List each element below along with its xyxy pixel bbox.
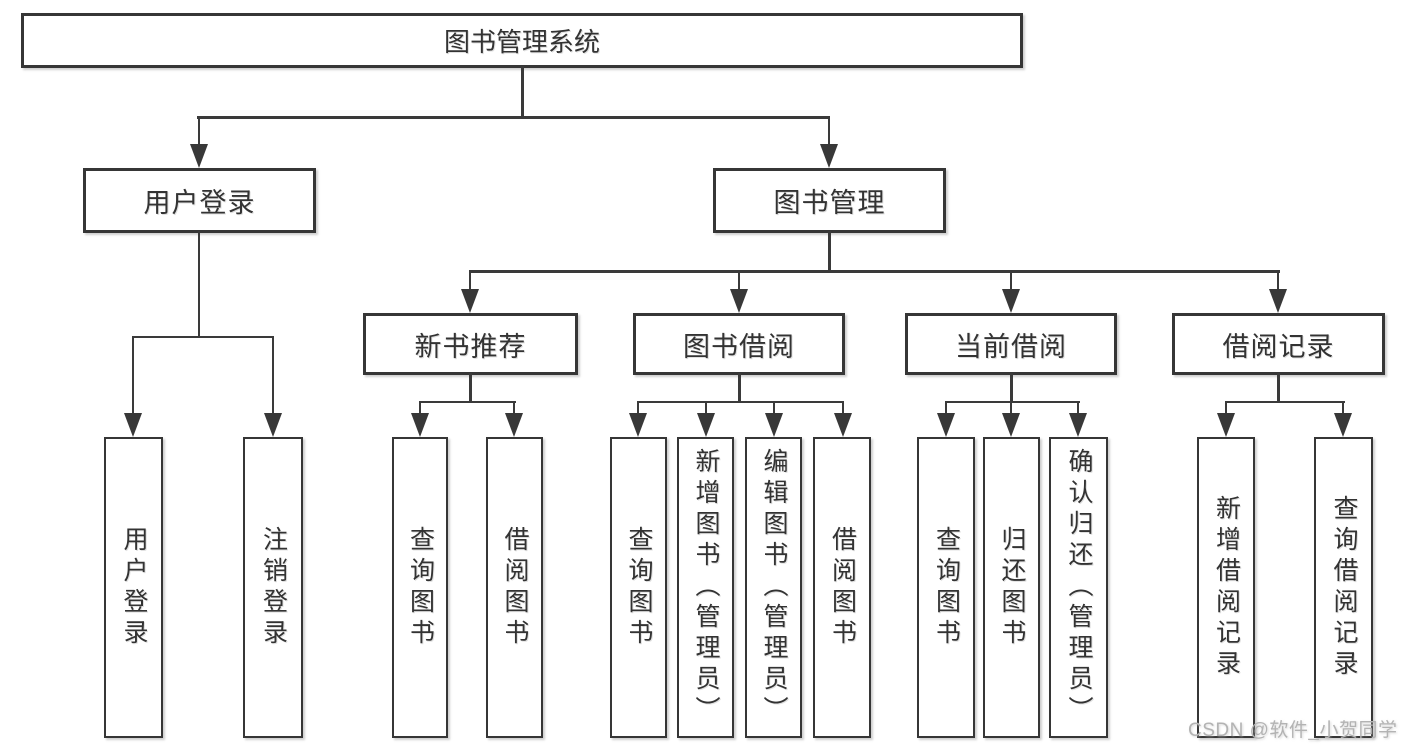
connector-drop (730, 271, 748, 313)
leaf-borrow-book-new: 借阅图书 (486, 437, 543, 738)
connector-rail-current-borrow (945, 400, 1080, 403)
leaf-confirm-return-admin: 确认归还（管理员） (1049, 437, 1108, 738)
connector-drop (834, 402, 852, 437)
leaf-logout-login: 注销登录 (243, 437, 303, 738)
connector-drop (629, 402, 647, 437)
connector-rail-level2 (197, 116, 830, 119)
leaf-return-book: 归还图书 (983, 437, 1040, 738)
connector-drop (124, 337, 142, 437)
leaf-query-book-borrow: 查询图书 (610, 437, 667, 738)
connector-drop (765, 402, 783, 437)
leaf-query-borrow-record: 查询借阅记录 (1314, 437, 1373, 738)
leaf-query-book-current: 查询图书 (917, 437, 975, 738)
node-user-login: 用户登录 (83, 168, 316, 233)
leaf-add-book-admin: 新增图书（管理员） (677, 437, 734, 738)
watermark: CSDN @软件_小贺同学 (1188, 720, 1398, 741)
connector-stem-book-borrow (738, 373, 741, 403)
connector-drop (697, 402, 715, 437)
node-book-mgmt: 图书管理 (713, 168, 946, 233)
connector-drop (505, 402, 523, 437)
connector-drop (1002, 402, 1020, 437)
connector-stem-root (521, 66, 524, 118)
connector-rail-borrow-record (1225, 400, 1345, 403)
leaf-user-login: 用户登录 (104, 437, 163, 738)
connector-drop (820, 118, 838, 168)
leaf-edit-book-admin: 编辑图书（管理员） (745, 437, 802, 738)
connector-drop (461, 271, 479, 313)
leaf-add-borrow-record: 新增借阅记录 (1197, 437, 1255, 738)
connector-stem-book-mgmt (828, 231, 831, 272)
connector-drop (190, 118, 208, 168)
connector-stem-current-borrow (1010, 373, 1013, 403)
connector-drop (1069, 402, 1087, 437)
connector-rail-book-borrow (637, 400, 844, 403)
leaf-query-book-new: 查询图书 (392, 437, 448, 738)
connector-drop (1002, 271, 1020, 313)
connector-rail-new-book (419, 400, 516, 403)
connector-drop (264, 337, 282, 437)
connector-drop (1334, 402, 1352, 437)
connector-drop (1269, 271, 1287, 313)
connector-stem-user-login (197, 231, 200, 338)
connector-drop (1217, 402, 1235, 437)
connector-rail-level3 (469, 270, 1280, 273)
node-new-book-rec: 新书推荐 (363, 313, 578, 375)
leaf-borrow-book: 借阅图书 (813, 437, 871, 738)
connector-stem-borrow-record (1277, 373, 1280, 403)
node-borrow-record: 借阅记录 (1172, 313, 1385, 375)
connector-drop (411, 402, 429, 437)
connector-drop (937, 402, 955, 437)
connector-rail-user-login (132, 335, 274, 338)
node-current-borrow: 当前借阅 (905, 313, 1117, 375)
node-root: 图书管理系统 (21, 13, 1023, 68)
node-book-borrow: 图书借阅 (633, 313, 845, 375)
connector-stem-new-book (469, 373, 472, 403)
